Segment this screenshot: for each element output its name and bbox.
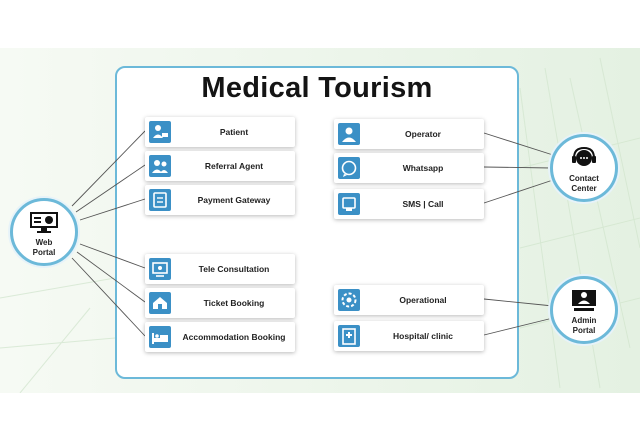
card-label: Operator (405, 129, 441, 139)
hub-web-portal[interactable]: Web Portal (10, 198, 78, 266)
operator-icon (338, 123, 360, 145)
bed-icon (149, 326, 171, 348)
hospital-icon (338, 325, 360, 347)
card-operational[interactable]: Operational (334, 285, 484, 315)
connector-admin-hospital (483, 317, 554, 336)
card-sms-call[interactable]: SMS | Call (334, 189, 484, 219)
connector-contact-whatsapp (483, 166, 552, 169)
card-referral-agent[interactable]: Referral Agent (145, 151, 295, 181)
gear-icon (338, 289, 360, 311)
card-label: Referral Agent (204, 161, 264, 171)
card-operator[interactable]: Operator (334, 119, 484, 149)
connector-web-referral (75, 164, 146, 213)
connector-web-ticket (76, 251, 146, 303)
card-accommodation-booking[interactable]: Accommodation Booking (145, 322, 295, 352)
card-label: Hospital/ clinic (393, 331, 453, 341)
card-patient[interactable]: Patient (145, 117, 295, 147)
hub-admin-portal[interactable]: Admin Portal (550, 276, 618, 344)
hub-label-line1: Admin (571, 316, 597, 325)
tele-icon (149, 258, 171, 280)
hub-contact-center[interactable]: Contact Center (550, 134, 618, 202)
patient-icon (149, 121, 171, 143)
card-tele-consultation[interactable]: Tele Consultation (145, 254, 295, 284)
connector-contact-operator (483, 132, 554, 156)
card-label: Operational (399, 295, 447, 305)
hub-label-line2: Portal (572, 326, 596, 335)
connector-web-accommodation (71, 257, 146, 337)
card-hospital-clinic[interactable]: Hospital/ clinic (334, 321, 484, 351)
card-label: Ticket Booking (203, 298, 265, 308)
phone-icon (338, 193, 360, 215)
background-scaffold-art (0, 57, 640, 393)
ticket-icon (149, 292, 171, 314)
connector-admin-operational (483, 298, 554, 307)
card-label: Whatsapp (402, 163, 444, 173)
card-label: Payment Gateway (197, 195, 271, 205)
hub-label-line2: Center (571, 184, 597, 193)
card-label: Accommodation Booking (182, 332, 286, 342)
card-payment-gateway[interactable]: Payment Gateway (145, 185, 295, 215)
payment-icon (149, 189, 171, 211)
agent-icon (149, 155, 171, 177)
connector-web-patient (71, 130, 146, 207)
card-label: Patient (219, 127, 249, 137)
card-whatsapp[interactable]: Whatsapp (334, 153, 484, 183)
connector-contact-sms (483, 179, 554, 204)
hub-label-line1: Web (35, 238, 53, 247)
headset-icon (572, 146, 596, 166)
admin-monitor-icon (572, 290, 596, 311)
connector-web-payment (79, 198, 146, 221)
card-ticket-booking[interactable]: Ticket Booking (145, 288, 295, 318)
hub-label-line1: Contact (569, 174, 599, 183)
card-label: Tele Consultation (198, 264, 270, 274)
monitor-icon (30, 212, 58, 233)
chat-icon (338, 157, 360, 179)
diagram-title: Medical Tourism (201, 72, 433, 104)
hub-label-line2: Portal (32, 248, 56, 257)
card-label: SMS | Call (402, 199, 444, 209)
connector-web-tele (79, 243, 146, 269)
